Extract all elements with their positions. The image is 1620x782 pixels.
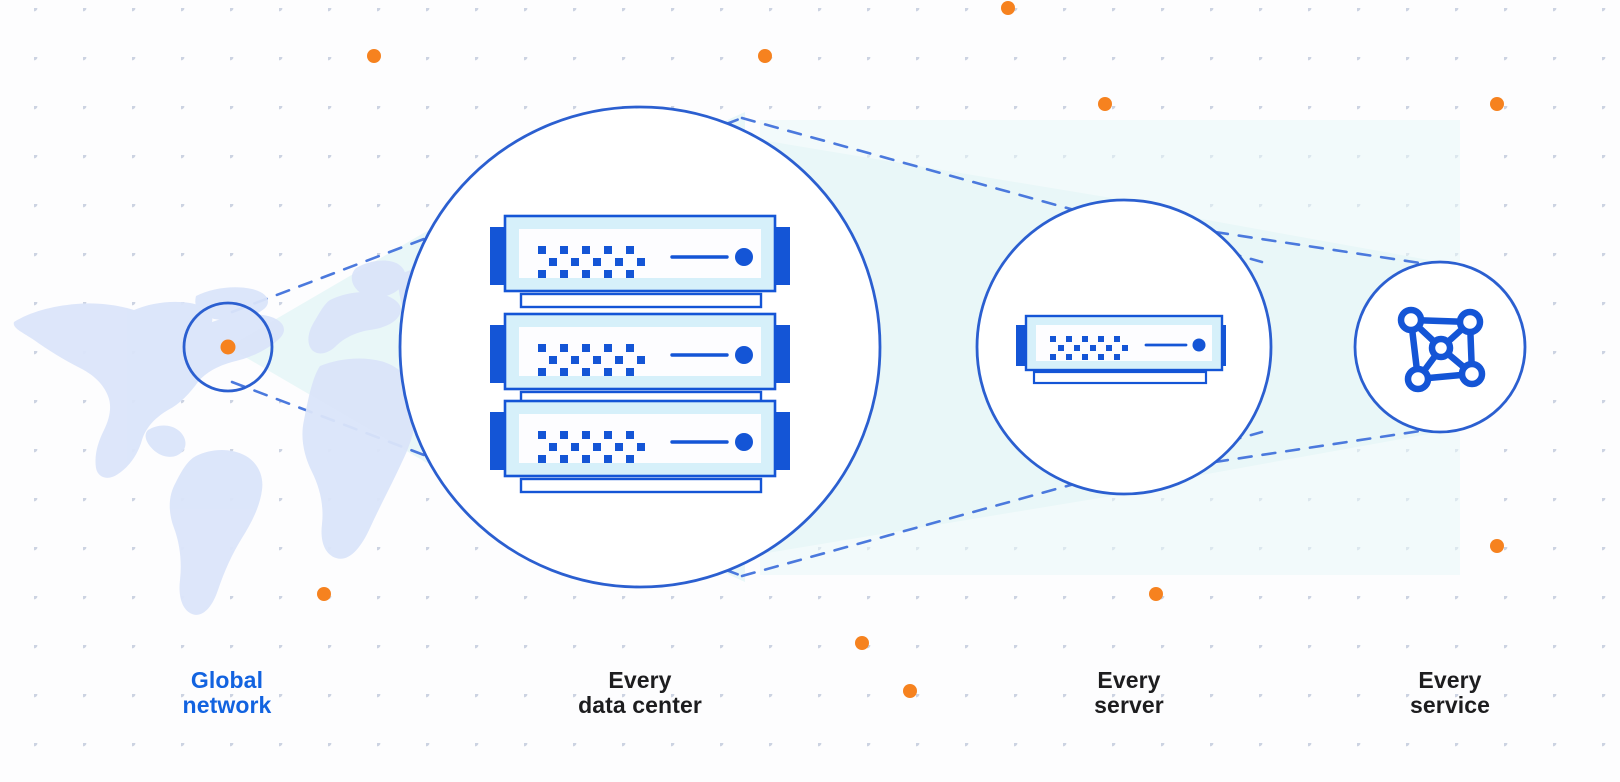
label-every-server: Every server <box>1094 667 1164 718</box>
mesh-node-bottom-right <box>1458 360 1486 388</box>
server-led-matrix <box>538 344 645 376</box>
accent-dots <box>317 1 1504 698</box>
mesh-node-top-right <box>1456 308 1484 336</box>
dash-server-to-service-top <box>1213 230 1422 265</box>
server-face-panel <box>519 414 761 463</box>
server-unit-3 <box>490 399 790 494</box>
label-every-service: Every service <box>1410 667 1490 718</box>
global-network-marker-dot <box>220 339 236 355</box>
server-led-matrix <box>1050 336 1128 360</box>
server-led-matrix <box>538 246 645 278</box>
accent-dot <box>1490 97 1504 111</box>
mesh-node-top-left <box>1397 306 1425 334</box>
accent-dot <box>1149 587 1163 601</box>
server-status-led <box>735 433 753 451</box>
mesh-node-center <box>1428 335 1454 361</box>
accent-dot <box>855 636 869 650</box>
accent-dot <box>317 587 331 601</box>
server-led-matrix <box>538 431 645 463</box>
label-every-data-center: Every data center <box>578 667 702 718</box>
dash-server-to-service-bottom <box>1213 429 1422 464</box>
accent-dot <box>903 684 917 698</box>
server-status-led <box>1192 338 1206 352</box>
server-face-panel <box>519 327 761 376</box>
global-network-circle <box>182 301 274 393</box>
accent-dot <box>1490 539 1504 553</box>
accent-dot <box>758 49 772 63</box>
accent-dot <box>367 49 381 63</box>
server-status-led <box>735 248 753 266</box>
accent-dot <box>1098 97 1112 111</box>
single-server-unit <box>1016 314 1226 385</box>
label-global-network: Global network <box>182 667 272 718</box>
server-connector-bar <box>519 292 763 309</box>
server-rack-base <box>519 477 763 494</box>
server-unit-1 <box>490 214 790 309</box>
accent-dot <box>1001 1 1015 15</box>
server-face-panel <box>1036 325 1212 361</box>
mesh-node-bottom-left <box>1404 365 1432 393</box>
server-status-led <box>735 346 753 364</box>
server-base-bar <box>1032 370 1208 385</box>
server-face-panel <box>519 229 761 278</box>
mesh-network-nodes <box>1397 306 1486 393</box>
dash-dc-to-server-top <box>740 116 1264 264</box>
server-unit-2 <box>490 312 790 407</box>
dash-dc-to-server-bottom <box>740 430 1264 578</box>
